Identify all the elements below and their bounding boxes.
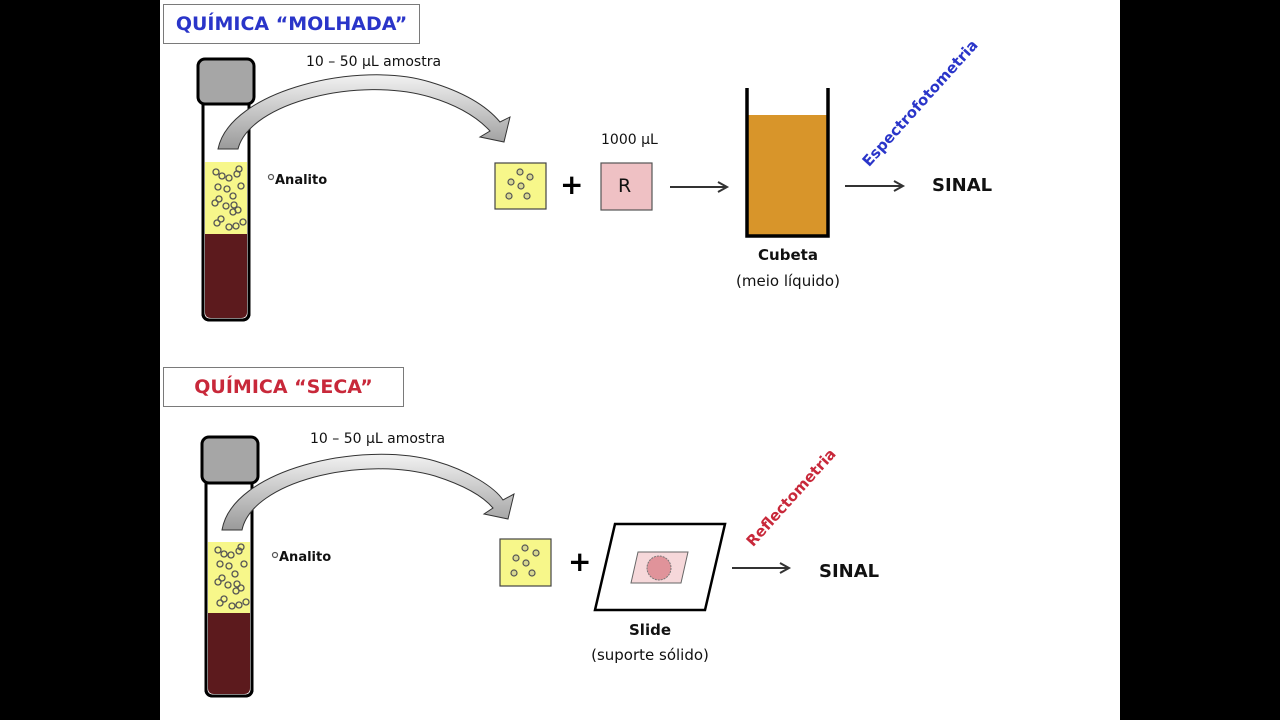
- signal-label-wet: SINAL: [932, 175, 993, 196]
- sample-square-dry: [499, 538, 552, 587]
- slide-canvas: QUÍMICA “MOLHADA” QUÍMICA “SECA” 10 – 50…: [160, 0, 1120, 720]
- reagent-letter: R: [618, 175, 632, 197]
- analyte-particles: [211, 165, 247, 231]
- reagent-volume-label: 1000 µL: [601, 132, 658, 148]
- arrow-to-signal-dry: [732, 562, 792, 574]
- sample-volume-label-wet: 10 – 50 µL amostra: [306, 54, 442, 70]
- plus-sign-dry: +: [568, 545, 592, 578]
- tube-cap: [196, 57, 256, 106]
- slide-reagent-spot: [646, 555, 672, 581]
- cuvette: [745, 88, 830, 238]
- section-title-dry: QUÍMICA “SECA”: [163, 367, 404, 407]
- sample-volume-label-dry: 10 – 50 µL amostra: [310, 431, 446, 447]
- analyte-legend-label-wet: Analito: [275, 173, 328, 188]
- cuvette-sublabel: (meio líquido): [736, 272, 840, 290]
- section-title-wet: QUÍMICA “MOLHADA”: [163, 4, 420, 44]
- transfer-arrow-wet: [217, 74, 511, 150]
- cuvette-label: Cubeta: [758, 246, 818, 264]
- reagent-box: [600, 162, 653, 211]
- slide-label: Slide: [629, 621, 671, 639]
- transfer-arrow-dry: [221, 453, 515, 531]
- test-slide: [593, 522, 727, 612]
- signal-label-dry: SINAL: [819, 561, 880, 582]
- blood-tube-wet: [196, 57, 256, 322]
- analyte-legend-label-dry: Analito: [279, 550, 332, 565]
- plus-sign-wet: +: [560, 168, 584, 201]
- blood-tube-dry: [200, 435, 260, 698]
- arrow-to-signal-wet: [845, 180, 906, 192]
- blood-layer: [205, 234, 247, 318]
- diagram-graphics: [196, 57, 906, 698]
- arrow-to-cuvette: [670, 181, 730, 193]
- sample-square-wet: [494, 162, 547, 210]
- slide-sublabel: (suporte sólido): [591, 646, 709, 664]
- analyte-legend-dot: [267, 173, 275, 181]
- analyte-legend-dot-dry: [271, 551, 279, 559]
